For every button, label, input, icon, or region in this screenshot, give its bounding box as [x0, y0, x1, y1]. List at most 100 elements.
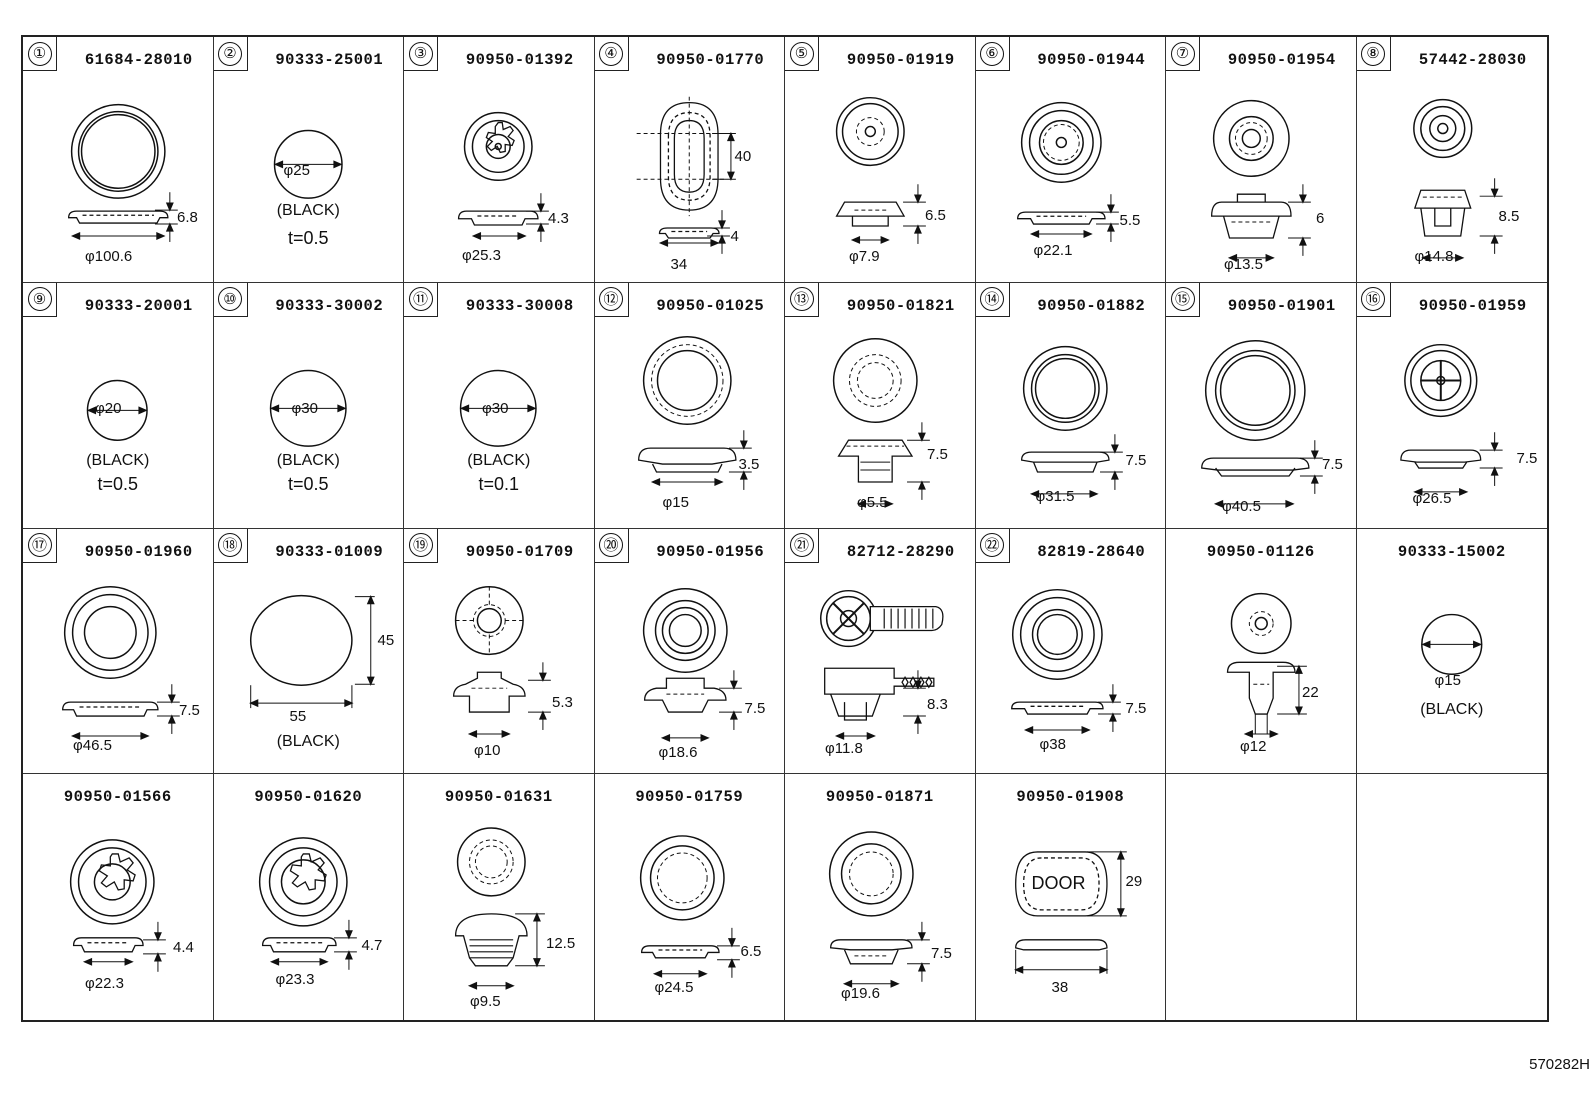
dimension-label: 7.5 [931, 945, 952, 963]
dimension-label: 8.5 [1498, 208, 1520, 225]
part-number: 90950-01566 [63, 788, 172, 807]
part-number: 90950-01959 [1418, 296, 1527, 315]
item-number-box: ⑧ [1356, 37, 1391, 71]
item-number: ⑨ [27, 287, 52, 312]
part-cell [1166, 774, 1357, 1020]
part-drawing [269, 369, 347, 447]
part-drawing [642, 587, 742, 742]
part-drawing [62, 585, 180, 740]
part-cell [1357, 774, 1548, 1020]
part-number: 90950-01960 [84, 542, 193, 561]
item-number: ⑰ [27, 533, 52, 557]
dimension-label: φ25 [283, 162, 310, 179]
part-drawing [69, 839, 166, 973]
item-number-box: ⑬ [785, 282, 819, 317]
part-drawing [454, 827, 545, 991]
part-number: 90950-01871 [825, 788, 934, 807]
dimension-label: 4.7 [361, 937, 383, 955]
dimension-label: 6.8 [177, 209, 198, 226]
item-number-box: ⑫ [594, 282, 629, 317]
part-drawing [1013, 850, 1127, 975]
item-number-box: ① [23, 37, 57, 71]
part-drawing [1399, 343, 1503, 496]
part-number: 90950-01882 [1037, 296, 1146, 315]
dimension-label: 4 [730, 228, 739, 245]
item-number-box: ⑳ [594, 528, 629, 563]
part-drawing [832, 337, 930, 508]
dimension-label: 7.5 [179, 701, 200, 719]
dimension-label: 12.5 [546, 935, 576, 953]
part-number: 57442-28030 [1418, 51, 1527, 69]
dimension-label: φ38 [1039, 735, 1066, 753]
part-drawing [1020, 345, 1123, 498]
dimension-label: 38 [1051, 979, 1069, 997]
item-number: ⑪ [408, 287, 433, 312]
part-drawing [1420, 613, 1482, 675]
part-number: 90950-01821 [846, 296, 955, 315]
part-number: 61684-28010 [84, 51, 193, 69]
dimension-label: φ15 [1434, 671, 1461, 689]
item-number: ⑧ [1361, 41, 1385, 66]
dimension-label: 5.5 [1119, 212, 1141, 229]
dimension-label: φ18.6 [658, 743, 698, 761]
dimension-label: 8.3 [927, 695, 948, 713]
part-number: 90950-01759 [635, 788, 744, 807]
part-number: 90333-30008 [465, 296, 574, 315]
part-number: 90333-15002 [1397, 542, 1506, 561]
part-drawing [67, 103, 178, 242]
part-drawing [1166, 774, 1356, 1020]
part-number: 90333-30002 [275, 296, 384, 315]
dimension-label: φ100.6 [85, 248, 133, 265]
color-note: (BLACK) [467, 451, 531, 469]
diagram-code: 570282H [1529, 1056, 1590, 1073]
dimension-label: φ22.1 [1033, 242, 1073, 259]
item-number: ⑳ [599, 533, 623, 557]
dimension-label: φ15 [662, 493, 689, 511]
dimension-label: 7.5 [1125, 699, 1147, 717]
part-number: 82712-28290 [846, 542, 955, 561]
dimension-label: 22 [1302, 683, 1319, 701]
item-number-box: ⑭ [975, 282, 1010, 317]
item-number: ⑬ [789, 287, 814, 312]
dimension-label: 7.5 [744, 699, 766, 717]
part-drawing [459, 369, 537, 447]
part-drawing [819, 589, 944, 740]
part-drawing [1226, 592, 1307, 738]
dimension-label: φ7.9 [849, 248, 880, 265]
item-number-box: ㉑ [785, 528, 819, 563]
part-drawing [637, 335, 752, 490]
part-number: 90950-01919 [846, 51, 955, 69]
dimension-label: φ10 [474, 741, 501, 759]
dimension-label: 45 [377, 631, 395, 649]
dimension-label: 4.3 [548, 210, 569, 227]
item-number-box: ⑪ [404, 282, 438, 317]
thickness-note: t=0.5 [287, 228, 329, 248]
dimension-label: φ30 [482, 399, 509, 417]
part-number: 90950-01770 [656, 51, 765, 69]
part-cell: ① 61684-28010 6.8 φ100.6 [23, 37, 214, 283]
dimension-label: φ25.3 [462, 247, 501, 264]
dimension-label: φ30 [291, 399, 318, 417]
item-number-box: ⑩ [213, 282, 248, 317]
item-number: ⑭ [980, 287, 1004, 312]
item-number-box: ⑰ [23, 528, 57, 563]
dimension-label: φ24.5 [654, 979, 694, 997]
part-drawing [1010, 588, 1121, 734]
dimension-label: 7.5 [927, 445, 948, 463]
